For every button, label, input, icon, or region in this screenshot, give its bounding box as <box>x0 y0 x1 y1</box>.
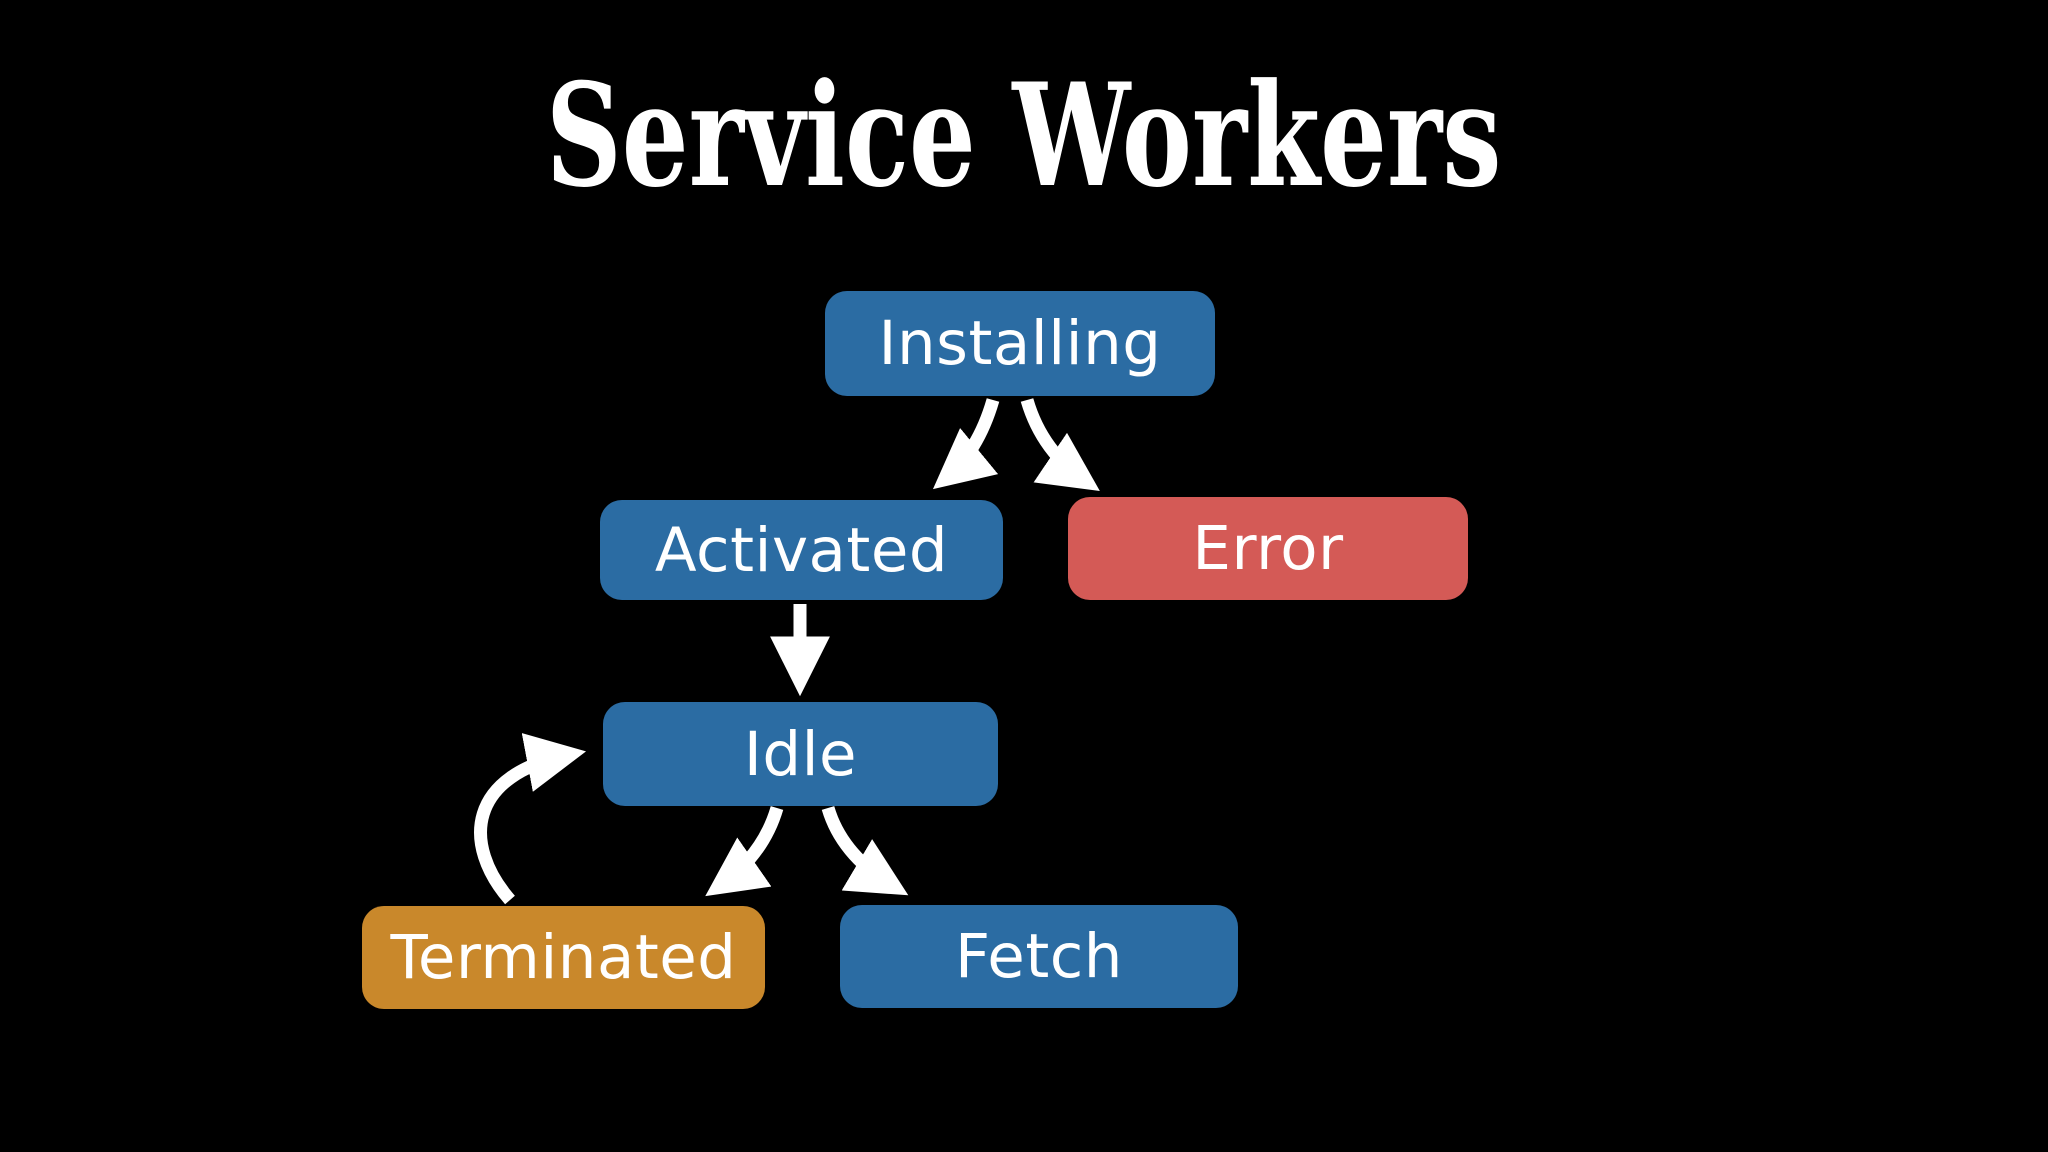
edge-idle-to-fetch <box>821 806 909 896</box>
node-error: Error <box>1068 497 1468 600</box>
node-idle: Idle <box>603 702 998 806</box>
edge-terminated-to-idle <box>474 733 587 905</box>
node-terminated: Terminated <box>362 906 765 1009</box>
node-activated: Activated <box>600 500 1003 600</box>
edge-idle-to-terminated <box>705 806 784 897</box>
edge-installing-to-error <box>1020 398 1100 491</box>
node-fetch: Fetch <box>840 905 1238 1008</box>
edge-installing-to-activated <box>932 398 1000 490</box>
node-installing: Installing <box>825 291 1215 396</box>
page-title: Service Workers <box>0 53 2048 219</box>
page-title-text: Service Workers <box>546 53 1502 219</box>
